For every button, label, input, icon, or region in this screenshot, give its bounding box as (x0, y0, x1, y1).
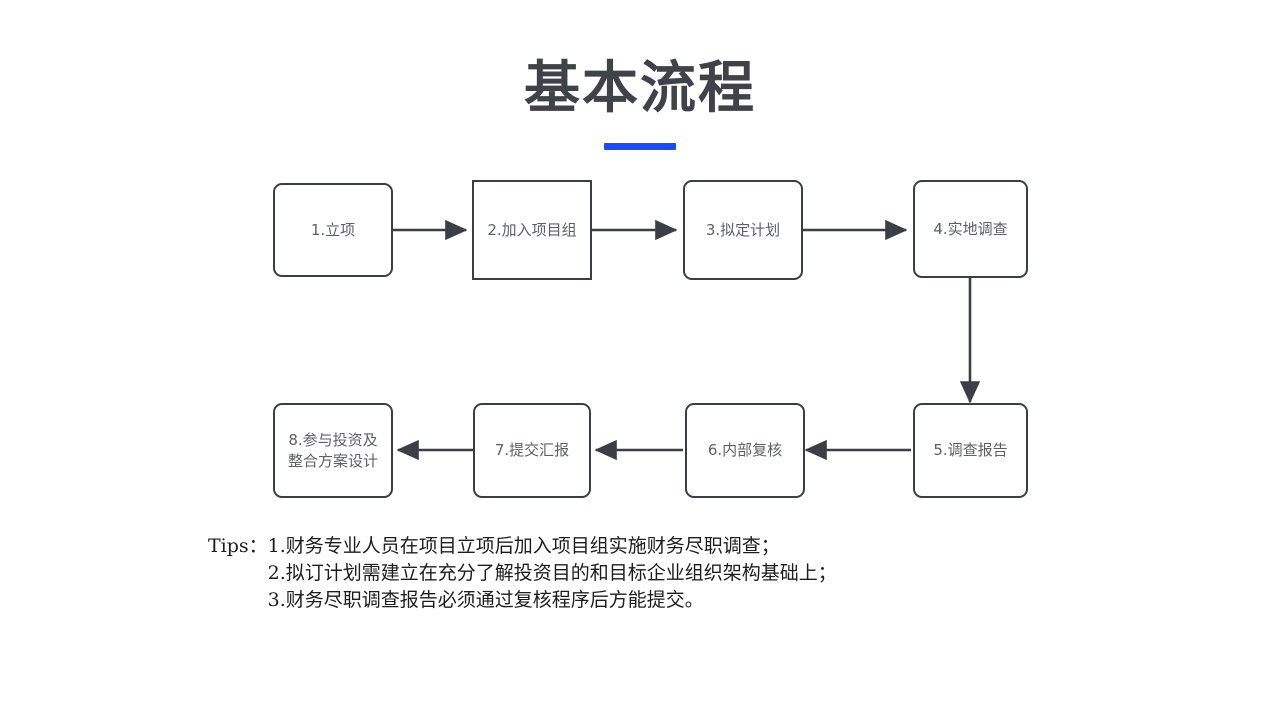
tips-list: 1.财务专业人员在项目立项后加入项目组实施财务尽职调查； 2.拟订计划需建立在充… (268, 533, 837, 614)
tips-label: Tips： (208, 535, 268, 557)
flow-node-3[interactable]: 3.拟定计划 (683, 180, 803, 280)
flow-node-8[interactable]: 8.参与投资及 整合方案设计 (273, 403, 393, 498)
flow-node-1[interactable]: 1.立项 (273, 183, 393, 277)
flow-node-1-label: 1.立项 (310, 220, 356, 239)
flow-node-5-label: 5.调查报告 (933, 441, 1008, 460)
flow-node-7[interactable]: 7.提交汇报 (473, 403, 591, 498)
flow-node-6-label: 6.内部复核 (707, 441, 783, 460)
flow-node-4-label: 4.实地调查 (933, 219, 1008, 238)
flow-node-8-label: 8.参与投资及 整合方案设计 (287, 431, 378, 470)
title-accent-rule (604, 142, 676, 150)
flow-node-4[interactable]: 4.实地调查 (913, 180, 1028, 278)
tips-row: Tips： 1.财务专业人员在项目立项后加入项目组实施财务尽职调查； 2.拟订计… (208, 533, 1108, 614)
tips-item: 1.财务专业人员在项目立项后加入项目组实施财务尽职调查； (267, 535, 780, 557)
title-block: 基本流程 (0, 56, 1280, 150)
tips-block: Tips： 1.财务专业人员在项目立项后加入项目组实施财务尽职调查； 2.拟订计… (208, 533, 1108, 614)
tips-item: 2.拟订计划需建立在充分了解投资目的和目标企业组织架构基础上； (267, 562, 837, 584)
flow-node-3-label: 3.拟定计划 (705, 220, 781, 239)
flow-node-7-label: 7.提交汇报 (494, 441, 570, 460)
flow-node-2-label: 2.加入项目组 (487, 220, 577, 239)
flow-node-6[interactable]: 6.内部复核 (685, 403, 805, 498)
flow-node-5[interactable]: 5.调查报告 (913, 403, 1028, 498)
flow-node-2[interactable]: 2.加入项目组 (472, 180, 592, 280)
tips-item: 3.财务尽职调查报告必须通过复核程序后方能提交。 (267, 589, 704, 611)
page-title: 基本流程 (524, 56, 756, 121)
